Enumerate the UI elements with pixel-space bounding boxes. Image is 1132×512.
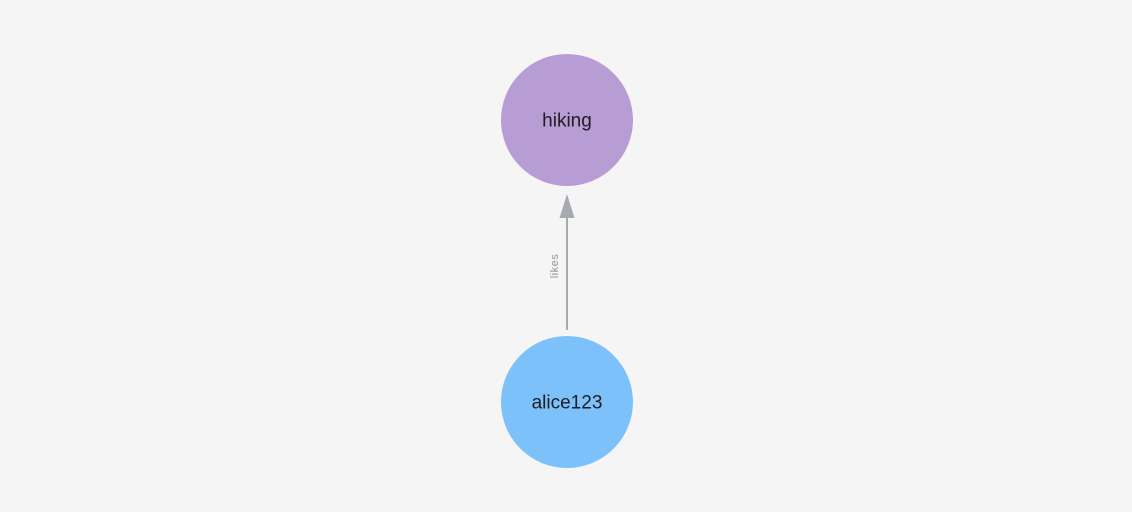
node-hiking: hiking bbox=[501, 54, 633, 186]
edge-label: likes bbox=[549, 254, 561, 279]
node-alice123: alice123 bbox=[501, 336, 633, 468]
node-alice123-circle[interactable] bbox=[501, 336, 633, 468]
edge-alice123-likes-hiking: likes bbox=[549, 194, 575, 330]
node-hiking-circle[interactable] bbox=[501, 54, 633, 186]
edge-arrowhead bbox=[559, 194, 575, 218]
